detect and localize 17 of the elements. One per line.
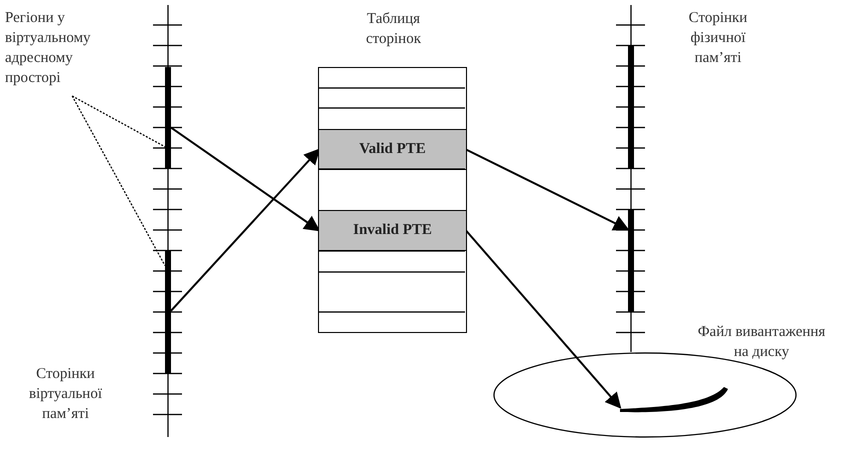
arrow xyxy=(466,148,630,230)
memory-region-bar xyxy=(628,46,634,168)
disk-caption: Файл вивантаження на диску xyxy=(696,323,826,362)
memory-region-bar xyxy=(628,209,634,312)
axis-caption: Сторінки фізичної пам’яті xyxy=(688,9,748,68)
leader-line xyxy=(72,96,166,266)
page-table-entry: Invalid PTE xyxy=(319,210,466,251)
memory-region-bar xyxy=(165,67,171,168)
axis-caption: Сторінки віртуальної пам’яті xyxy=(28,365,104,424)
page-table-entry: Valid PTE xyxy=(319,129,466,170)
memory-region-bar xyxy=(165,251,171,373)
arrow xyxy=(170,126,320,232)
arrow xyxy=(465,230,622,409)
leader-line xyxy=(72,95,166,148)
region-annotation: Регіони у віртуальному адресному просторі xyxy=(5,9,92,88)
table-heading: Таблиця сторінок xyxy=(365,10,422,49)
arrow xyxy=(170,148,320,312)
